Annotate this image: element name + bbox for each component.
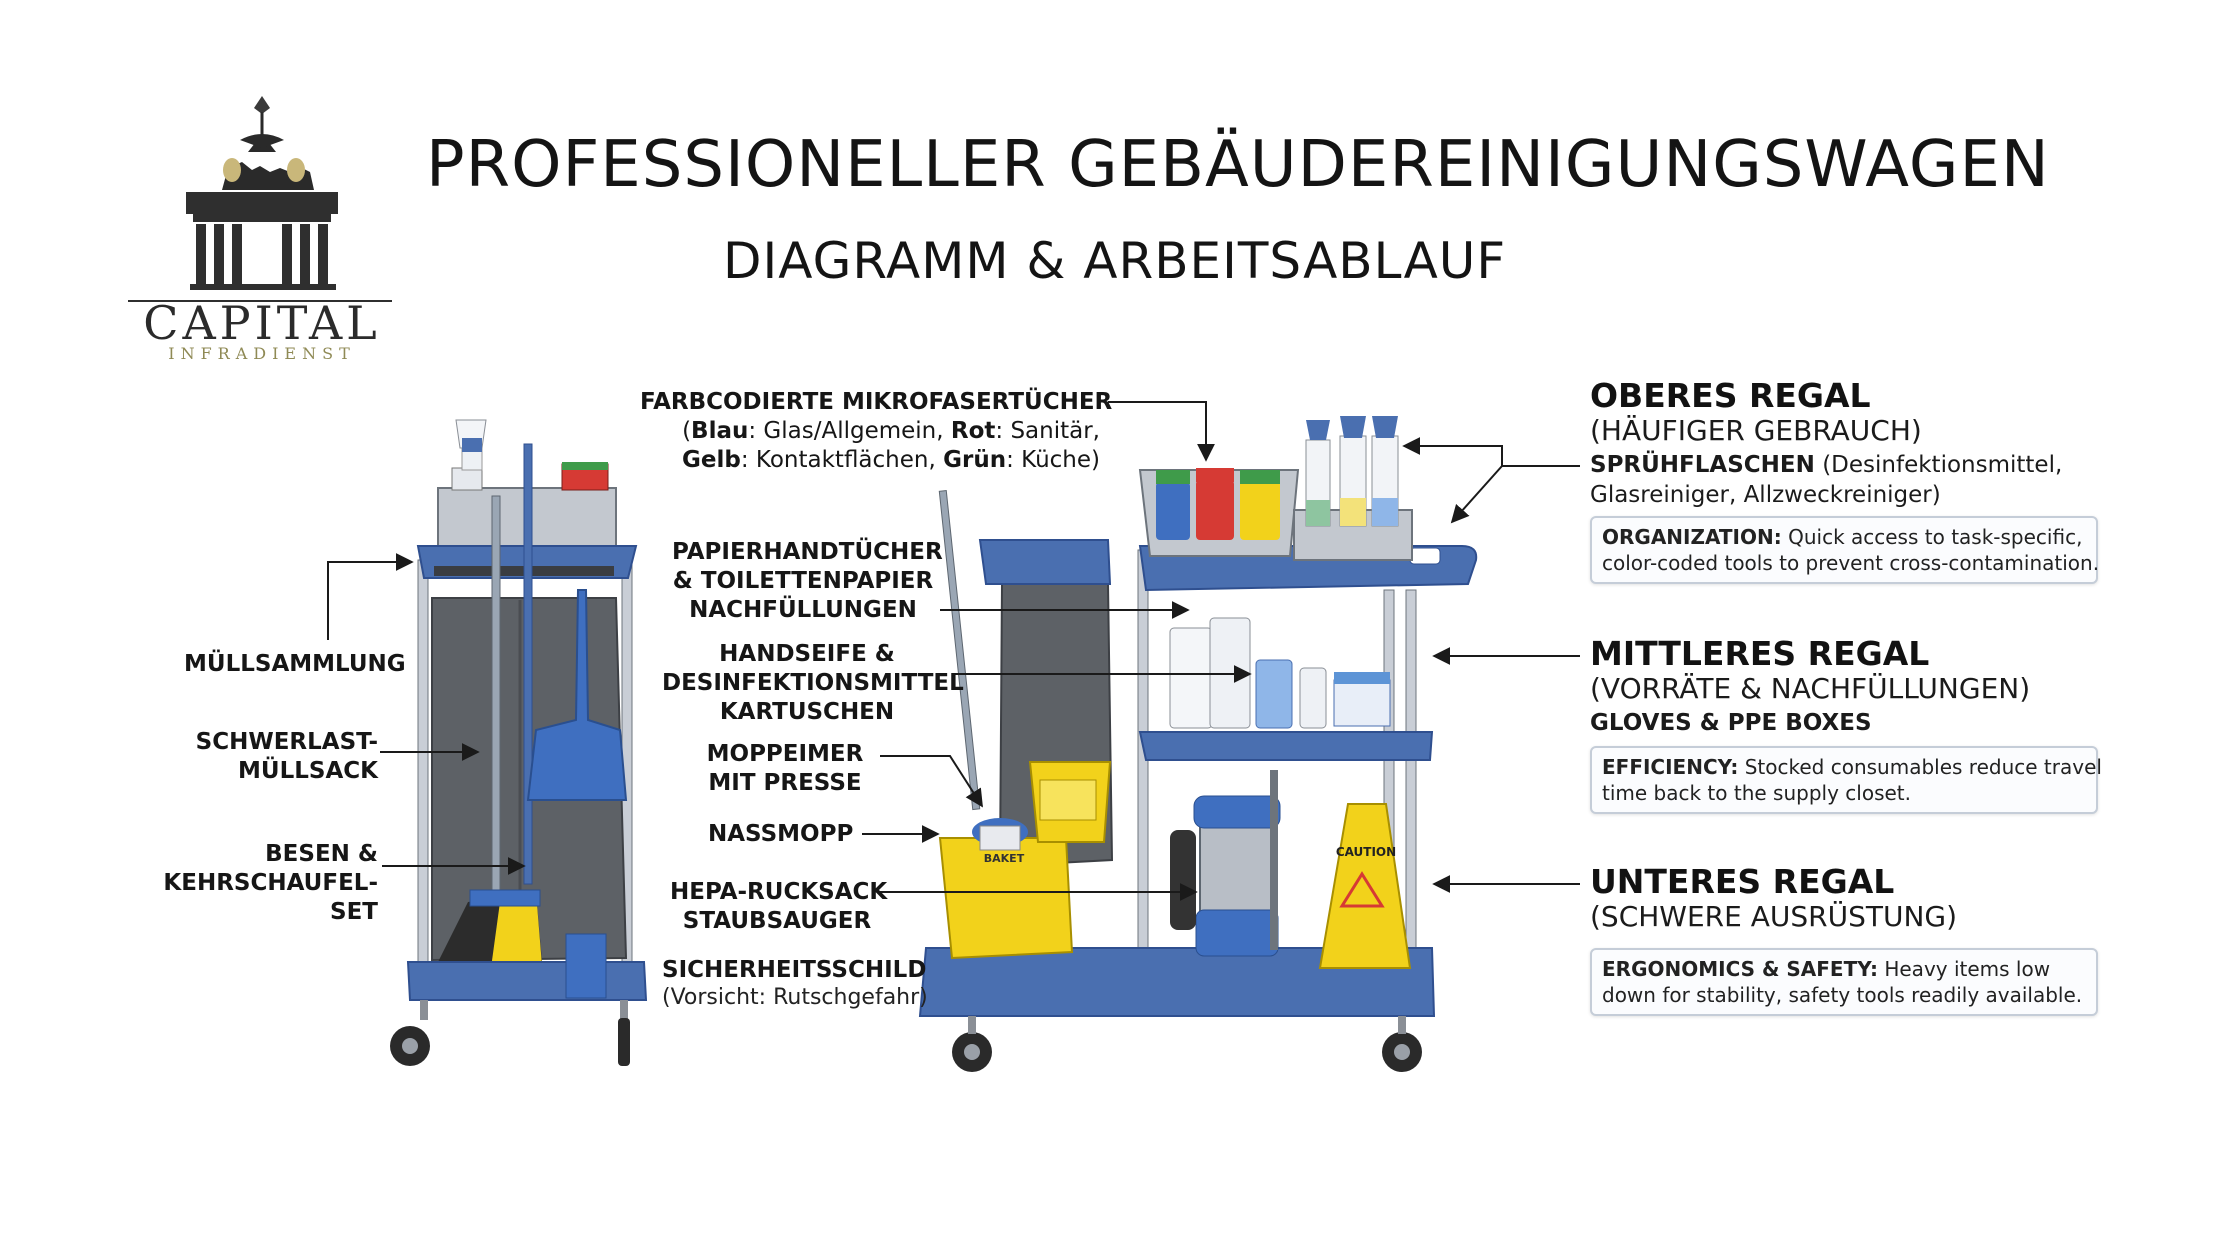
bucket-text: BAKET — [984, 852, 1025, 865]
section-middle-subheading: (VORRÄTE & NACHFÜLLUNGEN) — [1590, 672, 2031, 705]
brandenburg-gate-icon — [128, 96, 392, 302]
label-farb-line2: (Blau: Glas/Allgemein, Rot: Sanitär, — [640, 417, 1100, 446]
label-besen-line1: BESEN & — [265, 841, 378, 867]
label-hepa-sauger: HEPA-RUCKSACK STAUBSAUGER — [670, 878, 888, 936]
section-top-line1: SPRÜHFLASCHEN (Desinfektionsmittel, — [1590, 450, 2062, 480]
farb-gruen: Grün — [943, 447, 1007, 473]
info-box-organization-line2: color-coded tools to prevent cross-conta… — [1602, 551, 2100, 575]
info-box-organization-line1: ORGANIZATION: Quick access to task-speci… — [1602, 524, 2086, 550]
label-muellsack-line2: MÜLLSACK — [238, 758, 378, 784]
label-farb-line3: Gelb: Kontaktflächen, Grün: Küche) — [640, 446, 1100, 475]
label-hepa-line1: HEPA-RUCKSACK — [670, 879, 888, 905]
label-besen-set: BESEN & KEHRSCHAUFEL- SET — [160, 840, 378, 927]
info-box-ergonomics-bold: ERGONOMICS & SAFETY: — [1602, 957, 1878, 981]
info-box-efficiency-line1: EFFICIENCY: Stocked consumables reduce t… — [1602, 754, 2102, 780]
label-farb-title: FARBCODIERTE MIKROFASERTÜCHER — [640, 389, 1113, 415]
label-besen-line3: SET — [330, 899, 378, 925]
label-hepa-line2: STAUBSAUGER — [682, 908, 872, 934]
label-papier-line2: & TOILETTENPAPIER — [672, 568, 934, 594]
info-box-efficiency: EFFICIENCY: Stocked consumables reduce t… — [1590, 746, 2102, 814]
caution-sign-text: CAUTION — [1336, 845, 1396, 859]
page-title: PROFESSIONELLER GEBÄUDEREINIGUNGSWAGEN — [426, 128, 2050, 202]
label-moppeimer: MOPPEIMER MIT PRESSE — [696, 740, 874, 798]
farb-gelb-text: : Kontaktflächen, — [740, 447, 944, 473]
label-muellsack: SCHWERLAST- MÜLLSACK — [160, 728, 378, 786]
farb-rot: Rot — [950, 418, 996, 444]
info-box-organization-rest: Quick access to task-specific, — [1781, 525, 2083, 549]
label-papierhandtuecher: PAPIERHANDTÜCHER & TOILETTENPAPIER NACHF… — [672, 538, 943, 625]
section-top-line1-bold: SPRÜHFLASCHEN — [1590, 452, 1815, 478]
label-mikrofasertuecher: FARBCODIERTE MIKROFASERTÜCHER (Blau: Gla… — [640, 388, 1113, 475]
info-box-ergonomics-line1: ERGONOMICS & SAFETY: Heavy items low — [1602, 956, 2086, 982]
label-seife-line1: HANDSEIFE & — [719, 641, 895, 667]
label-muellsammlung: MÜLLSAMMLUNG — [184, 651, 406, 677]
farb-gruen-text: : Küche) — [1006, 447, 1100, 473]
connector-lines — [327, 401, 1580, 901]
center-cart — [918, 416, 1478, 1072]
label-papier-line3: NACHFÜLLUNGEN — [689, 597, 917, 623]
logo-wordmark: CAPITAL — [143, 296, 381, 350]
section-middle-heading: MITTLERES REGAL — [1590, 634, 1930, 673]
section-top-subheading: (HÄUFIGER GEBRAUCH) — [1590, 414, 1922, 447]
info-box-organization-bold: ORGANIZATION: — [1602, 525, 1782, 549]
section-top-heading: OBERES REGAL — [1590, 376, 1871, 415]
label-besen-line2: KEHRSCHAUFEL- — [163, 870, 378, 896]
label-nassmopp: NASSMOPP — [708, 821, 854, 847]
farb-blau-text: : Glas/Allgemein, — [748, 418, 951, 444]
info-box-ergonomics-rest: Heavy items low — [1877, 957, 2051, 981]
info-box-ergonomics-line2: down for stability, safety tools readily… — [1602, 983, 2083, 1007]
info-box-efficiency-bold: EFFICIENCY: — [1602, 755, 1739, 779]
label-seife-line3: KARTUSCHEN — [719, 699, 895, 725]
logo-tagline: INFRADIENST — [168, 344, 356, 363]
section-top-line2: Glasreiniger, Allzweckreiniger) — [1590, 482, 1941, 508]
info-box-organization: ORGANIZATION: Quick access to task-speci… — [1590, 516, 2100, 584]
info-box-efficiency-line2: time back to the supply closet. — [1602, 781, 1911, 805]
page-subtitle: DIAGRAMM & ARBEITSABLAUF — [723, 232, 1507, 290]
label-moppeimer-line2: MIT PRESSE — [708, 770, 862, 796]
label-seife-line2: DESINFEKTIONSMITTEL — [662, 670, 964, 696]
section-middle-line1-bold: GLOVES & PPE BOXES — [1590, 710, 1872, 736]
farb-blau: Blau — [691, 418, 749, 444]
label-moppeimer-line1: MOPPEIMER — [706, 741, 864, 767]
label-papier-line1: PAPIERHANDTÜCHER — [672, 539, 943, 565]
label-sicherheitsschild: SICHERHEITSSCHILD — [662, 957, 927, 983]
farb-gelb: Gelb — [682, 447, 741, 473]
section-top-line1-rest: (Desinfektionsmittel, — [1814, 452, 2063, 478]
info-box-ergonomics: ERGONOMICS & SAFETY: Heavy items low dow… — [1590, 948, 2098, 1016]
info-box-efficiency-rest: Stocked consumables reduce travel — [1738, 755, 2102, 779]
farb-open: ( — [682, 418, 692, 444]
left-cart — [390, 419, 648, 1066]
label-handseife: HANDSEIFE & DESINFEKTIONSMITTEL KARTUSCH… — [662, 640, 964, 727]
label-muellsack-line1: SCHWERLAST- — [195, 729, 378, 755]
section-bottom-subheading: (SCHWERE AUSRÜSTUNG) — [1590, 900, 1958, 933]
section-bottom-heading: UNTERES REGAL — [1590, 862, 1895, 901]
section-middle-line1: GLOVES & PPE BOXES — [1590, 708, 1872, 738]
farb-rot-text: : Sanitär, — [995, 418, 1100, 444]
label-sicherheitsschild-note: (Vorsicht: Rutschgefahr) — [662, 985, 928, 1010]
